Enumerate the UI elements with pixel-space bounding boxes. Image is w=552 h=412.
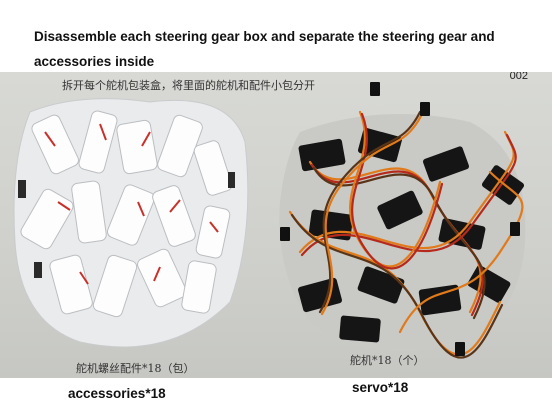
servo-label: servo*18: [352, 380, 409, 395]
footer-labels: accessories*18 servo*18: [0, 378, 552, 412]
servo-pile: [279, 82, 526, 359]
step-code: 002: [509, 72, 528, 82]
headline-banner: Disassemble each steering gear box and s…: [0, 0, 552, 72]
instruction-caption-cn: 拆开每个舵机包装盒，将里面的舵机和配件小包分开: [62, 79, 315, 92]
accessory-bags-pile: [13, 98, 249, 348]
servo-caption-cn: 舵机*18（个）: [350, 354, 425, 367]
photo-illustration: [13, 82, 526, 359]
product-photo: 拆开每个舵机包装盒，将里面的舵机和配件小包分开 002 舵机螺丝配件*18（包）…: [0, 72, 552, 378]
headline-text: Disassemble each steering gear box and s…: [34, 29, 495, 69]
accessories-label: accessories*18: [68, 386, 166, 401]
accessories-caption-cn: 舵机螺丝配件*18（包）: [76, 362, 195, 375]
